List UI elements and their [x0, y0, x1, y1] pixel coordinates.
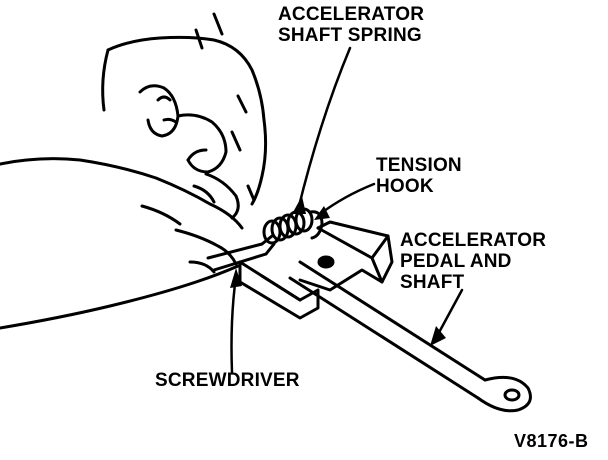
arrowhead-hook [314, 206, 330, 220]
arrowhead-pedal [430, 326, 446, 346]
leader-spring [296, 46, 352, 212]
arrowhead-screwdriver [230, 268, 242, 288]
label-line: TENSION [376, 155, 462, 176]
label-accelerator-shaft-spring: ACCELERATOR SHAFT SPRING [278, 4, 424, 46]
screwdriver [206, 234, 276, 272]
label-line: SHAFT SPRING [278, 25, 422, 46]
label-screwdriver: SCREWDRIVER [155, 370, 300, 391]
label-line: PEDAL AND [400, 251, 512, 272]
label-accelerator-pedal-and-shaft: ACCELERATOR PEDAL AND SHAFT [400, 230, 546, 293]
label-line: HOOK [376, 176, 434, 197]
label-line: ACCELERATOR [278, 4, 425, 25]
hand-illustration [0, 12, 268, 330]
leader-screwdriver [230, 274, 238, 374]
label-line: SHAFT [400, 272, 465, 293]
shaft-spring [262, 207, 324, 245]
leader-hook [318, 182, 376, 216]
label-tension-hook: TENSION HOOK [376, 155, 462, 197]
leader-lines [230, 46, 464, 374]
arrowhead-spring [292, 196, 306, 214]
figure-code: V8176-B [514, 431, 589, 451]
label-line: ACCELERATOR [400, 230, 547, 251]
label-line: SCREWDRIVER [155, 370, 300, 391]
accelerator-shaft [288, 260, 532, 413]
